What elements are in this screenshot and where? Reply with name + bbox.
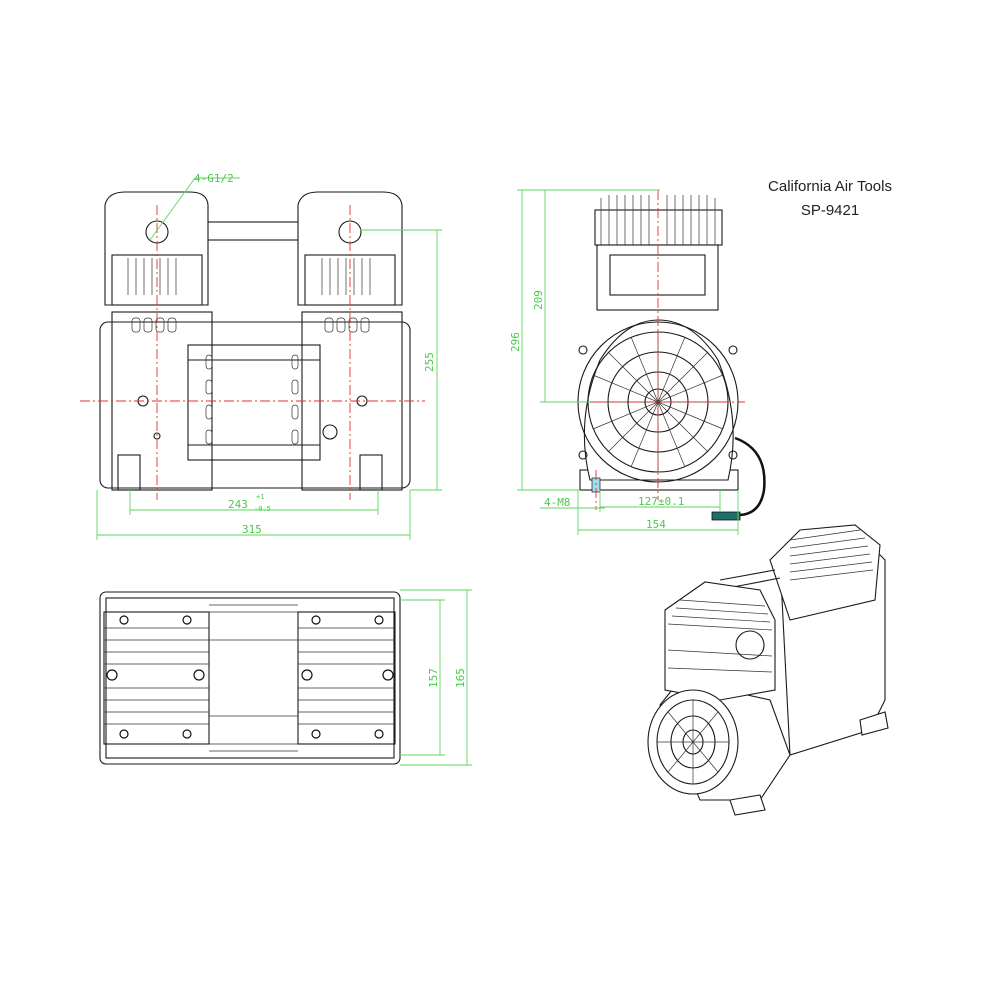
overall-height-dim: 296 <box>509 332 522 352</box>
tol-upper: +1 <box>256 493 264 501</box>
model-title: SP-9421 <box>800 202 860 219</box>
cable-connector <box>711 511 741 521</box>
isometric-view <box>647 524 889 816</box>
mount-spacing-side-dim: 127±0.1 <box>638 495 684 508</box>
axis-height-dim: 209 <box>532 290 545 310</box>
base-width-dim: 154 <box>646 518 666 531</box>
overall-depth-dim: 165 <box>454 668 467 688</box>
bottom-view: 157 165 <box>99 589 472 766</box>
brand-title: California Air Tools <box>768 178 892 195</box>
height-dim-255: 255 <box>423 352 436 372</box>
power-cable <box>734 436 766 517</box>
front-body <box>99 321 411 489</box>
front-view: 4-G1/2 255 243 +1 -0.5 315 <box>80 172 442 540</box>
mount-spacing-dim: 243 <box>228 498 248 511</box>
side-view: 296 209 4-M8 127±0.1 154 <box>509 189 766 535</box>
overall-width-dim: 315 <box>242 523 262 536</box>
port-label: 4-G1/2 <box>194 172 234 185</box>
inner-depth-dim: 157 <box>427 668 440 688</box>
bolt-label: 4-M8 <box>544 496 571 509</box>
tol-lower: -0.5 <box>254 505 271 513</box>
left-head <box>104 191 209 491</box>
